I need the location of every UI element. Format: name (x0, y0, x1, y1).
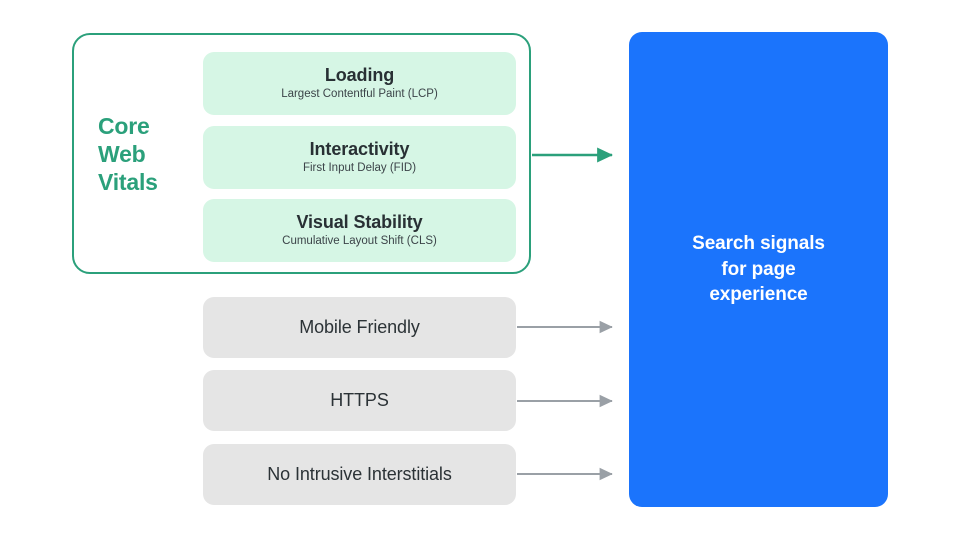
metric-card-visual-stability[interactable]: Visual Stability Cumulative Layout Shift… (203, 199, 516, 262)
core-web-vitals-label-line-2: Web (98, 141, 146, 168)
signal-label: No Intrusive Interstitials (267, 464, 452, 484)
metric-subtitle: Cumulative Layout Shift (CLS) (282, 235, 437, 248)
signal-box-no-intrusive-interstitials[interactable]: No Intrusive Interstitials (203, 444, 516, 505)
core-web-vitals-label: Core Web Vitals (98, 112, 194, 196)
metric-title: Interactivity (309, 138, 410, 159)
metric-card-interactivity[interactable]: Interactivity First Input Delay (FID) (203, 126, 516, 189)
core-web-vitals-label-line-1: Core (98, 113, 150, 139)
signal-label: Mobile Friendly (299, 317, 420, 337)
core-web-vitals-label-line-3: Vitals (98, 169, 158, 196)
metric-card-loading[interactable]: Loading Largest Contentful Paint (LCP) (203, 52, 516, 115)
signal-box-https[interactable]: HTTPS (203, 370, 516, 431)
search-signals-box[interactable]: Search signals for page experience (629, 32, 888, 507)
metric-subtitle: Largest Contentful Paint (LCP) (281, 88, 438, 101)
core-web-vitals-group (72, 33, 531, 274)
metric-title: Visual Stability (296, 211, 423, 232)
search-signals-text: Search signals for page experience (692, 233, 825, 306)
signal-box-mobile-friendly[interactable]: Mobile Friendly (203, 297, 516, 358)
metric-subtitle: First Input Delay (FID) (302, 162, 417, 175)
metric-title: Loading (324, 64, 395, 85)
signal-label: HTTPS (330, 390, 389, 410)
